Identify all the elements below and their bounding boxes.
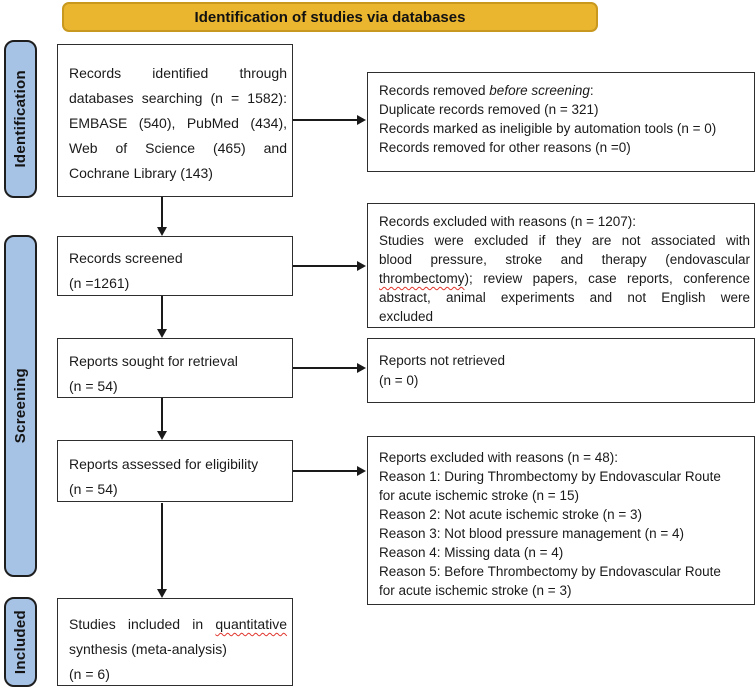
box-text-line: EMBASE (540), PubMed (434), <box>69 115 287 131</box>
box-text-line: for acute ischemic stroke (n = 3) <box>379 583 572 598</box>
box-text-line: Reason 2: Not acute ischemic stroke (n =… <box>379 507 642 522</box>
arrow-head-right-icon <box>357 260 366 271</box>
misspelled-word: thrombectomy <box>379 271 465 286</box>
sidebar-stage-screening: Screening <box>4 235 37 577</box>
box-text-segment: Studies included in <box>69 616 216 632</box>
box-records-screened: Records screened (n =1261) <box>57 236 293 296</box>
arrow-line <box>161 503 163 590</box>
box-text-line: Records excluded with reasons (n = 1207)… <box>379 214 637 229</box>
box-text-line: Reason 1: During Thrombectomy by Endovas… <box>379 469 721 484</box>
box-text-line: Records screened <box>69 250 183 266</box>
box-text-line: Cochrane Library (143) <box>69 165 213 181</box>
box-text-line: Reason 3: Not blood pressure management … <box>379 526 685 541</box>
stage-label-screening: Screening <box>12 368 29 444</box>
box-text-line: (n = 0) <box>379 373 419 388</box>
box-records-excluded-with-reasons: Records excluded with reasons (n = 1207)… <box>367 203 755 328</box>
arrow-head-down-icon <box>156 329 167 338</box>
sidebar-stage-identification: Identification <box>4 40 37 198</box>
arrow-head-right-icon <box>357 362 366 373</box>
arrow-line <box>161 398 163 432</box>
box-text-line: Reports not retrieved <box>379 353 506 368</box>
box-text-line: Reason 4: Missing data (n = 4) <box>379 545 564 560</box>
italic-phrase: before screening <box>489 83 590 98</box>
box-text-line: excluded <box>379 309 434 324</box>
box-text-segment: ); review papers, case reports, conferen… <box>464 271 750 286</box>
box-reports-excluded-with-reasons: Reports excluded with reasons (n = 48): … <box>367 436 755 605</box>
box-text-segment: Records removed <box>379 83 490 98</box>
box-text-line: Reports assessed for eligibility <box>69 456 259 472</box>
arrow-line <box>293 367 358 369</box>
stage-label-identification: Identification <box>12 70 29 168</box>
box-text-line: Studies included in quantitative <box>69 612 287 637</box>
box-text-line: thrombectomy); review papers, case repor… <box>379 269 750 288</box>
box-text-line: (n =1261) <box>69 275 130 291</box>
box-reports-assessed: Reports assessed for eligibility (n = 54… <box>57 440 293 502</box>
arrow-head-right-icon <box>357 114 366 125</box>
stage-label-included: Included <box>12 609 29 675</box>
arrow-line <box>293 119 358 121</box>
box-text-line: abstract, animal experiments and not Eng… <box>379 290 750 305</box>
arrow-line <box>293 265 358 267</box>
box-studies-included: Studies included in quantitative synthes… <box>57 598 293 686</box>
box-records-removed-before-screening: Records removed before screening: Duplic… <box>367 72 755 172</box>
banner-identification-via-databases: Identification of studies via databases <box>62 2 598 32</box>
box-reports-not-retrieved: Reports not retrieved (n = 0) <box>367 338 755 403</box>
box-text-line: Records removed before screening: <box>379 81 750 100</box>
arrow-line <box>161 197 163 228</box>
sidebar-stage-included: Included <box>4 597 37 687</box>
arrow-line <box>293 470 358 472</box>
box-text-line: Reports excluded with reasons (n = 48): <box>379 450 618 465</box>
misspelled-word: quantitative <box>215 616 287 632</box>
box-text-line: Web of Science (465) and <box>69 140 287 156</box>
arrow-head-down-icon <box>156 431 167 440</box>
box-text-line: (n = 54) <box>69 481 118 497</box>
arrow-head-down-icon <box>156 227 167 236</box>
box-text-line: Records marked as ineligible by automati… <box>379 121 717 136</box>
box-records-identified: Records identified through databases sea… <box>57 44 293 197</box>
box-text-line: (n = 6) <box>69 666 110 682</box>
box-text-line: Reports sought for retrieval <box>69 353 238 369</box>
arrow-head-down-icon <box>156 589 167 598</box>
arrow-line <box>161 296 163 330</box>
arrow-head-right-icon <box>357 465 366 476</box>
box-reports-sought: Reports sought for retrieval (n = 54) <box>57 338 293 398</box>
box-text-line: Reason 5: Before Thrombectomy by Endovas… <box>379 564 721 579</box>
box-text-segment: : <box>589 83 594 98</box>
box-text-line: blood pressure, stroke and therapy (endo… <box>379 252 750 267</box>
box-text-line: Records removed for other reasons (n =0) <box>379 140 631 155</box>
box-text-line: databases searching (n = 1582): <box>69 90 287 106</box>
box-text-line: synthesis (meta-analysis) <box>69 641 227 657</box>
box-text-line: for acute ischemic stroke (n = 15) <box>379 488 579 503</box>
box-text-line: Records identified through <box>69 65 287 81</box>
box-text-line: Duplicate records removed (n = 321) <box>379 102 599 117</box>
box-text-line: Studies were excluded if they are not as… <box>379 233 750 248</box>
box-text-line: (n = 54) <box>69 378 118 394</box>
